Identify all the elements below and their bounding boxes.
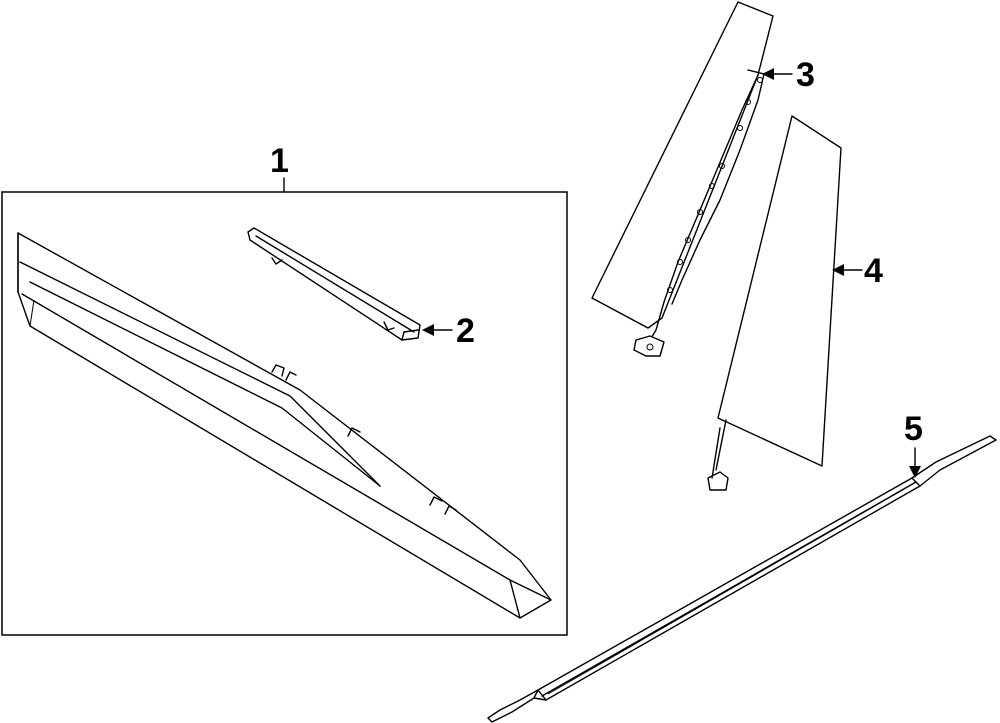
callout-4-group: 4 — [832, 252, 883, 290]
callout-1-group: 1 — [1, 142, 568, 636]
callout-4: 4 — [864, 252, 883, 290]
callout-2-group: 2 — [422, 312, 475, 350]
callout-3-group: 3 — [762, 56, 815, 94]
callout-4-arrow — [832, 264, 844, 276]
callout-1: 1 — [270, 142, 289, 180]
part-5-weatherstrip — [487, 435, 997, 723]
part-2-strip — [247, 227, 421, 341]
part-3-pillar-applique — [591, 1, 774, 357]
callout-3-arrow — [762, 68, 774, 80]
part-4-pillar-applique — [707, 115, 842, 491]
callout-2-arrow — [422, 324, 434, 336]
part-1-molding — [17, 232, 552, 619]
callout-5: 5 — [904, 410, 923, 448]
assembly-1-box — [1, 191, 568, 636]
callout-2: 2 — [456, 312, 475, 350]
callout-5-group: 5 — [904, 410, 923, 478]
callout-3: 3 — [796, 56, 815, 94]
callout-5-arrow — [909, 466, 921, 478]
